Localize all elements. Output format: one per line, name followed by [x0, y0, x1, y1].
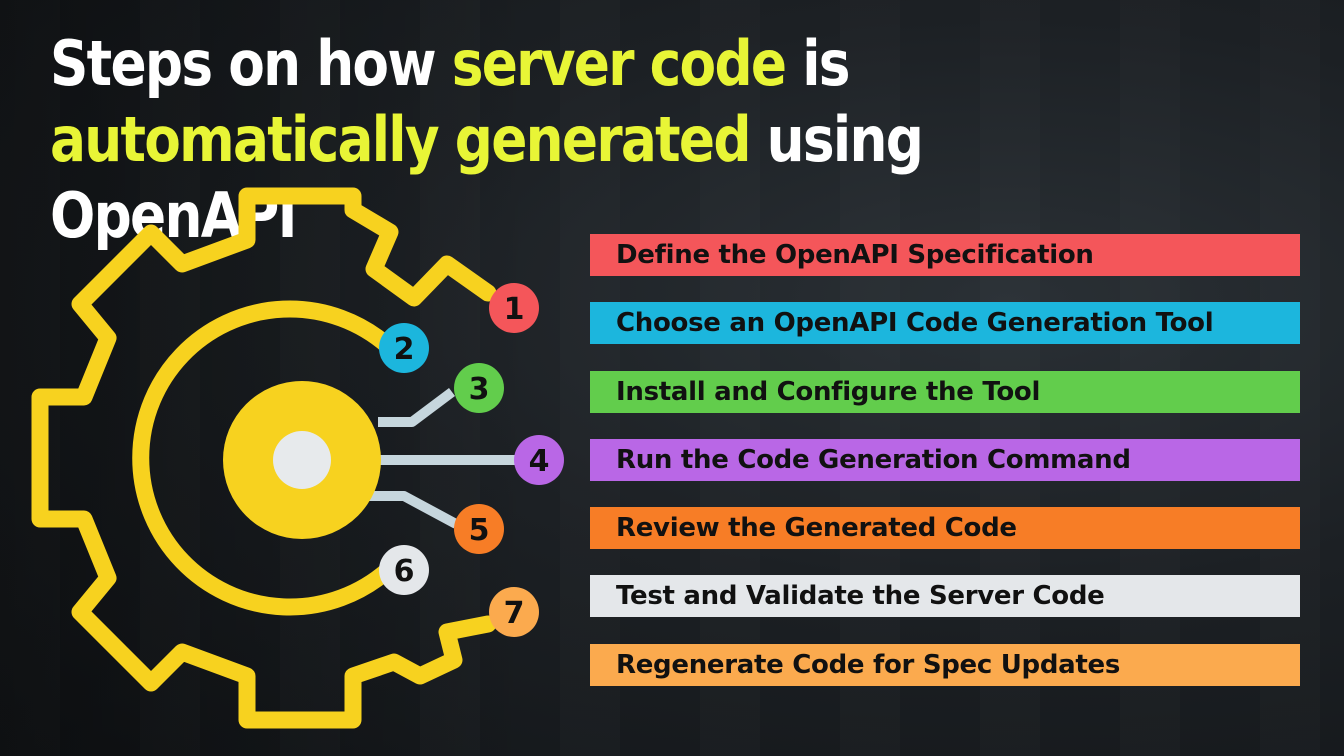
title-highlight-server-code: server code	[451, 27, 787, 100]
step-5-bar: Review the Generated Code	[590, 507, 1300, 550]
step-7-bar: Regenerate Code for Spec Updates	[590, 643, 1300, 686]
badge-number: 1	[504, 292, 525, 327]
page-title: Steps on how server code is automaticall…	[50, 26, 1116, 254]
badge-circle	[379, 323, 429, 373]
step-badge-2: 2	[379, 323, 429, 373]
step-4-bar: Run the Code Generation Command	[590, 438, 1300, 481]
badge-circle	[489, 283, 539, 333]
badge-number: 3	[469, 372, 490, 407]
step-1-bar: Define the OpenAPI Specification	[590, 234, 1300, 276]
badge-circle	[454, 504, 504, 554]
step-badge-1: 1	[489, 283, 539, 333]
badge-number: 2	[394, 332, 415, 367]
step-badge-3: 3	[454, 363, 504, 413]
title-part-2: is	[785, 27, 850, 100]
step-badge-7: 7	[489, 587, 539, 637]
badge-number: 4	[529, 444, 550, 479]
step-6-bar: Test and Validate the Server Code	[590, 575, 1300, 618]
connector-3-icon	[378, 388, 455, 427]
steps-list: Define the OpenAPI Specification Choose …	[590, 234, 1300, 712]
title-highlight-automatically-generated: automatically generated	[50, 103, 752, 176]
step-2-bar: Choose an OpenAPI Code Generation Tool	[590, 302, 1300, 345]
badge-circle	[379, 545, 429, 595]
gear-inner-arc-icon	[132, 300, 397, 616]
badge-number: 7	[504, 596, 525, 631]
step-3-bar: Install and Configure the Tool	[590, 370, 1300, 413]
badge-circle	[454, 363, 504, 413]
badge-circle	[489, 587, 539, 637]
badge-circle	[514, 435, 564, 485]
gear-diagram: 1 2 3 4 5 6 7	[31, 187, 564, 729]
badge-number: 6	[394, 554, 415, 589]
badge-number: 5	[469, 513, 490, 548]
step-badge-4: 4	[514, 435, 564, 485]
title-part-1: Steps on how	[50, 27, 452, 100]
step-badge-5: 5	[454, 504, 504, 554]
gear-outline-icon	[31, 187, 497, 729]
gear-hub-center-icon	[273, 431, 331, 489]
step-badge-6: 6	[379, 545, 429, 595]
connector-5-icon	[368, 491, 459, 529]
